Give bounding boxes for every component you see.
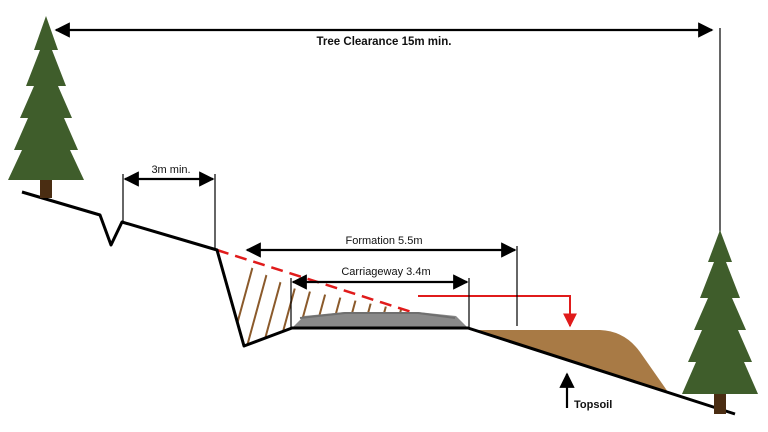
formation-label: Formation 5.5m bbox=[345, 235, 422, 247]
ditch-offset-label: 3m min. bbox=[151, 164, 190, 176]
extension-lines bbox=[122, 28, 721, 328]
road-pavement bbox=[292, 312, 468, 328]
cut-hatch-area bbox=[229, 250, 418, 346]
carriageway-label: Carriageway 3.4m bbox=[341, 266, 430, 278]
ground-profile bbox=[21, 190, 736, 416]
road-base bbox=[299, 312, 456, 319]
topsoil-label: Topsoil bbox=[574, 399, 612, 411]
conifer-tree-icon bbox=[8, 16, 84, 198]
tree-clearance-label: Tree Clearance 15m min. bbox=[317, 36, 452, 48]
conifer-tree-icon bbox=[682, 230, 758, 414]
